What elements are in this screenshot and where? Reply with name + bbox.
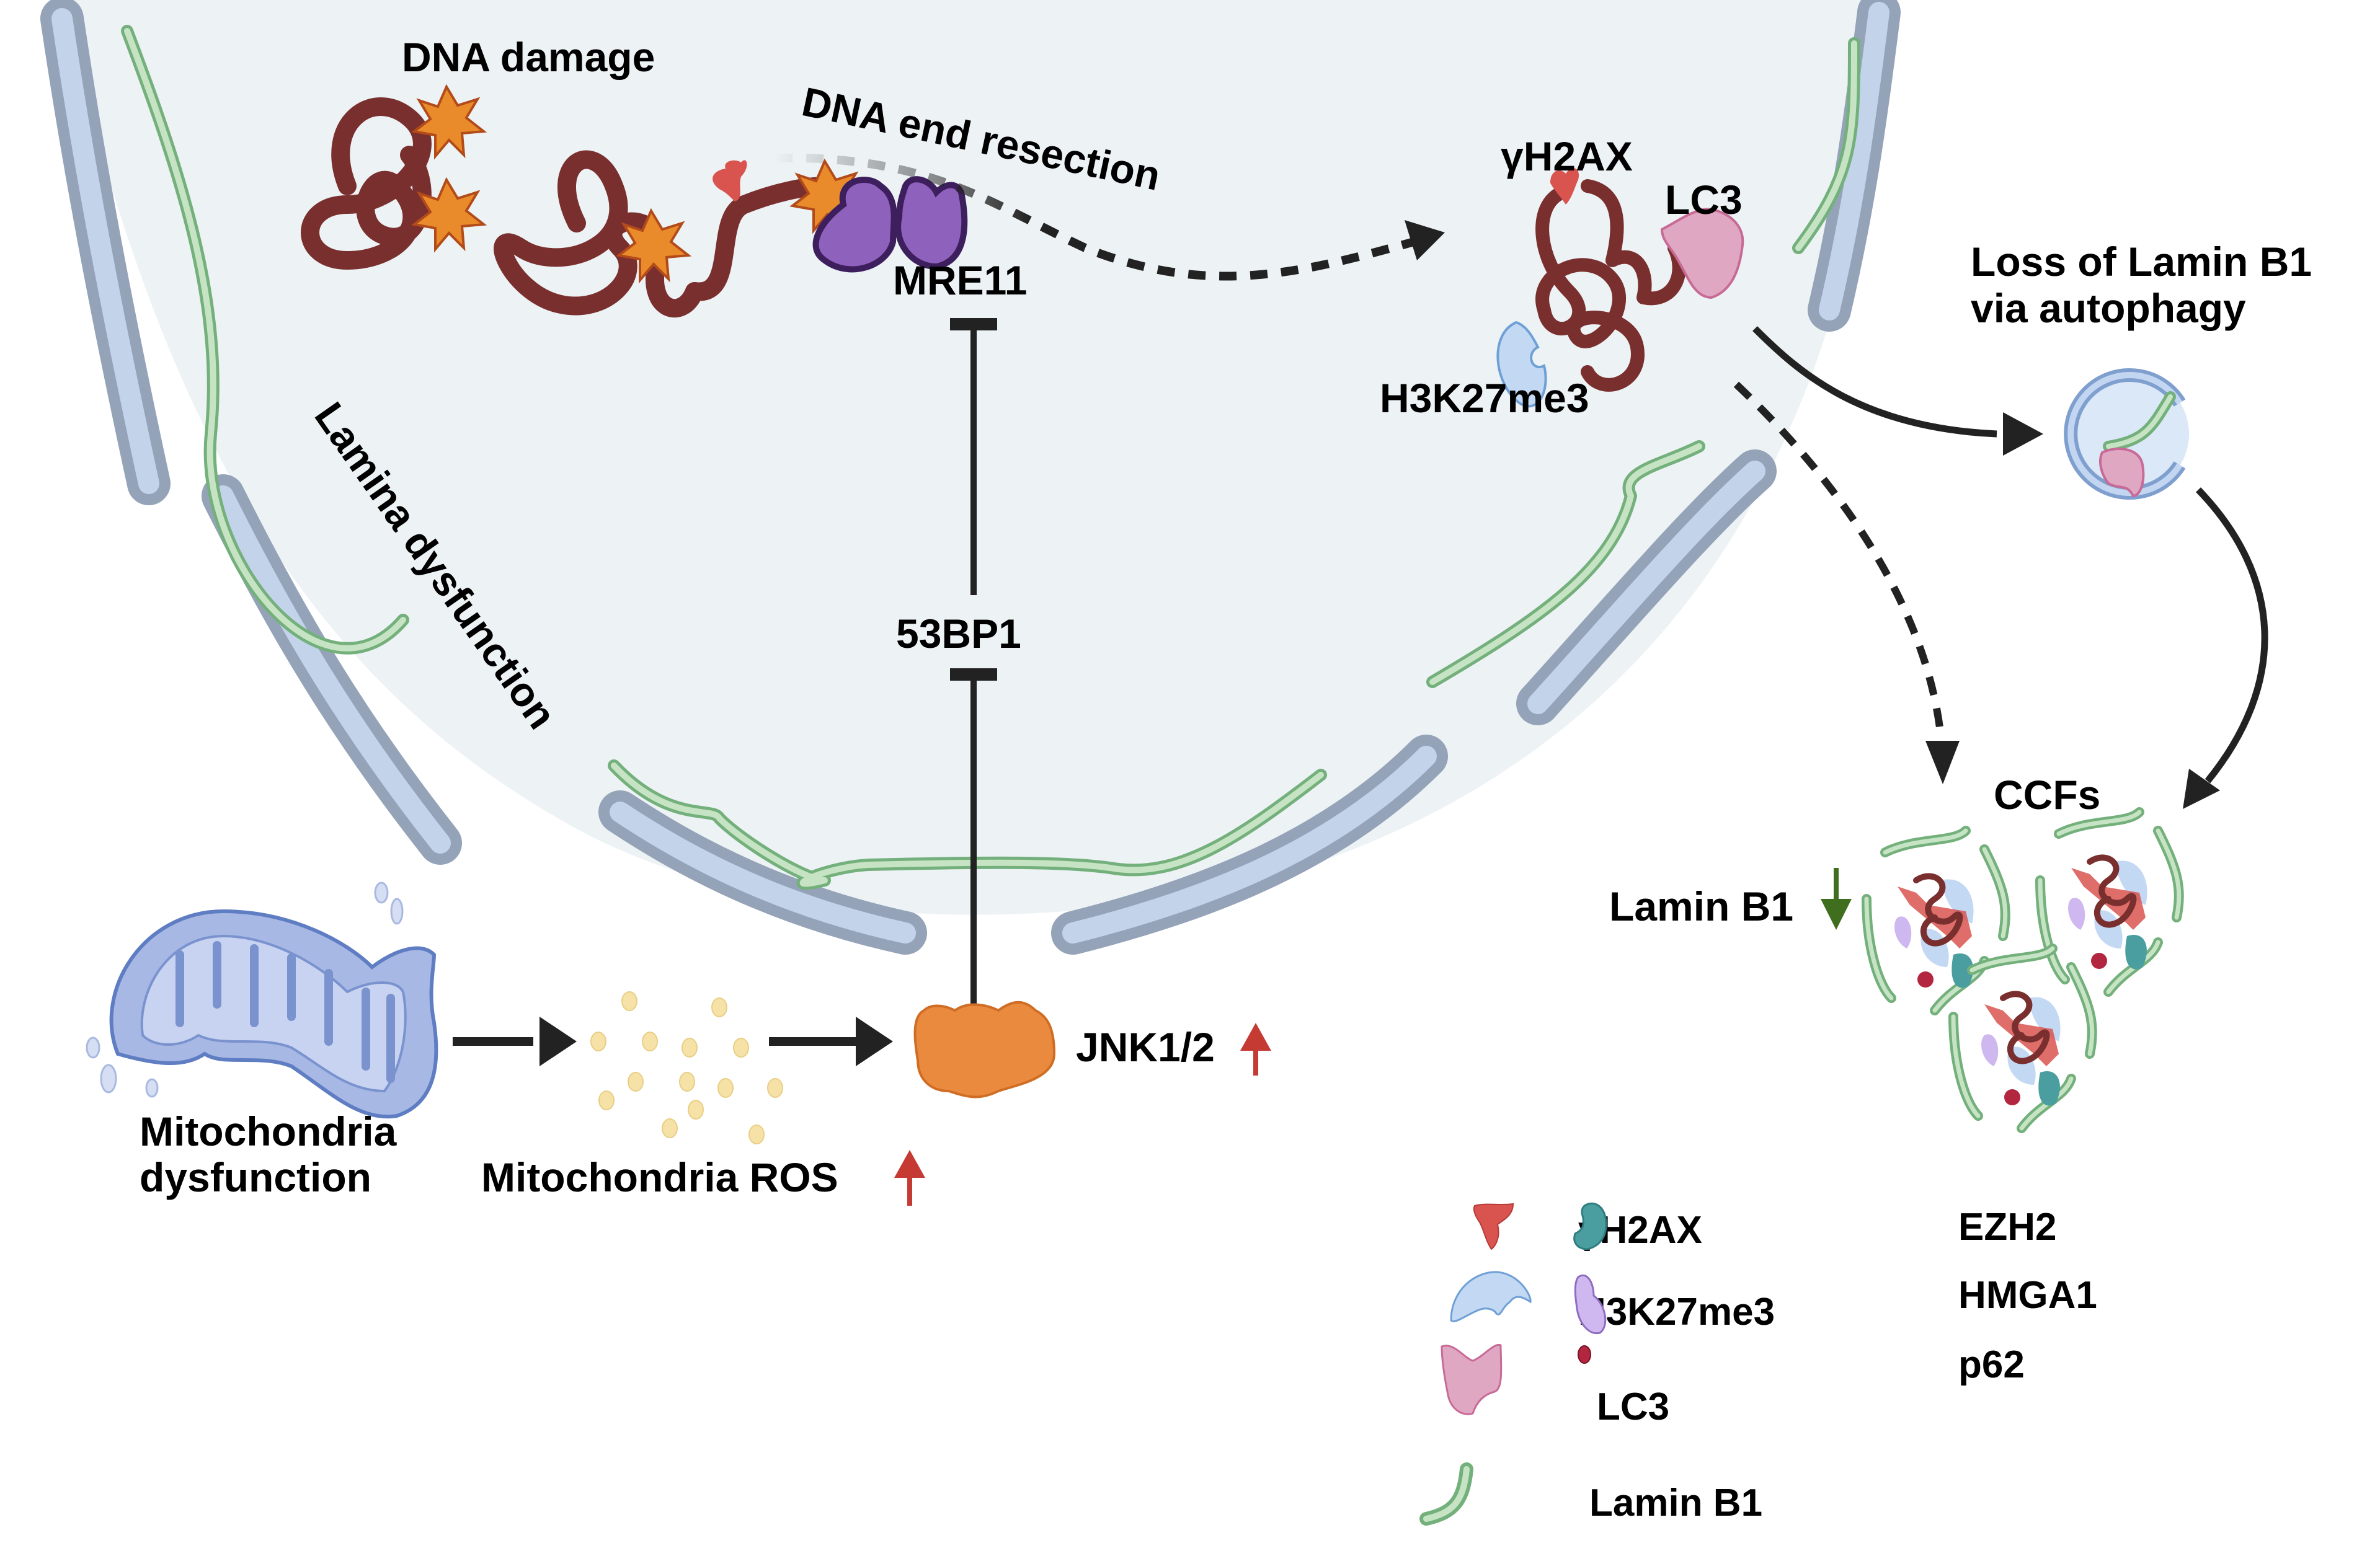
resection-arrowhead-icon: [1405, 220, 1445, 260]
mitochondria-icon: [86, 882, 438, 1119]
dashed-arrowhead-icon: [1925, 741, 1960, 784]
loss-lamin-label-line2: via autophagy: [1971, 285, 2246, 331]
lc3-icon: [1441, 1343, 1503, 1415]
jnk-label: JNK1/2: [1076, 1024, 1215, 1070]
gh2ax-icon: [1550, 168, 1579, 205]
p62-icon: [1578, 1345, 1591, 1364]
jnk-protein-icon: [913, 1001, 1056, 1098]
loss-lamin-label-line1: Loss of Lamin B1: [1971, 239, 2312, 285]
lc3-label: LC3: [1665, 177, 1743, 223]
ccfs-label: CCFs: [1994, 772, 2100, 818]
autophagosome-icon: [2064, 368, 2189, 500]
mito-dysfunction-label-line1: Mitochondria: [140, 1108, 397, 1154]
resection-arrow: [775, 153, 1415, 281]
envelope-segment: [202, 474, 462, 865]
envelope-segment: [40, 0, 171, 505]
legend-item-h3k27me3: H3K27me3: [1450, 1271, 1775, 1333]
nuclear-envelope: [40, 0, 1901, 955]
ccf-cluster: [1862, 807, 2184, 1133]
envelope-segment: [598, 790, 927, 955]
lamin-b1-down-label: Lamin B1: [1609, 883, 1793, 929]
ccf-fragment: [1862, 826, 2010, 1015]
dna-damage-label: DNA damage: [402, 34, 655, 80]
mito-ros-label: Mitochondria ROS: [481, 1154, 838, 1200]
legend-label: LC3: [1597, 1386, 1669, 1428]
autophagy-arrow: [1752, 326, 1997, 438]
damaged-chromatin: [301, 84, 866, 318]
envelope-segment: [1516, 449, 1777, 725]
envelope-segment: [1051, 735, 1448, 955]
mre11-label: MRE11: [893, 257, 1027, 303]
legend-item-lamin-b1: Lamin B1: [1419, 1462, 1762, 1526]
jnk-up-arrow-icon: [1240, 1023, 1271, 1076]
gh2ax-label: γH2AX: [1501, 133, 1633, 179]
inhibition-line-53bp1: [950, 668, 997, 1017]
legend-item-ezh2: EZH2: [1573, 1202, 2056, 1250]
legend-item-p62: p62: [1578, 1343, 2025, 1386]
ccf-fragment: [2035, 807, 2184, 997]
legend-item-hmga1: HMGA1: [1574, 1274, 2097, 1335]
h3k27me3-icon: [1496, 320, 1547, 408]
mre11-protein-icon: [812, 176, 968, 273]
autophagy-arrowhead-icon: [2003, 412, 2043, 456]
ccfs-arrowhead-icon: [2183, 769, 2220, 809]
ros-up-arrow-icon: [894, 1150, 925, 1206]
h3k27me3-icon: [1450, 1271, 1532, 1322]
legend-label: p62: [1958, 1343, 2025, 1386]
lamin-b1-down-arrow-icon: [1821, 868, 1852, 930]
legend-item-lc3: LC3: [1441, 1343, 1669, 1428]
nuclear-lamina: [121, 25, 1860, 890]
lamin-b1-icon-inner: [1423, 1466, 1470, 1522]
chromatin-complex: [1496, 168, 1744, 408]
h3k27me3-label: H3K27me3: [1380, 375, 1589, 421]
mito-to-ros-arrowhead-icon: [539, 1017, 577, 1066]
gh2ax-marker-icon: [713, 160, 747, 201]
inhibition-line-mre11: [950, 318, 997, 595]
legend-label: H3K27me3: [1578, 1291, 1775, 1333]
chromatin-to-ccfs-dashed-arrow: [1733, 381, 1945, 738]
legend: γH2AX H3K27me3 LC3 Lamin B1 EZH2 HMGA1 p…: [1419, 1202, 2097, 1526]
envelope-segment: [1808, 0, 1901, 332]
autophagosome-to-ccfs-arrow: [2196, 487, 2268, 784]
hmga1-icon: [1574, 1275, 1607, 1335]
ros-particles-icon: [590, 991, 783, 1144]
legend-label: Lamin B1: [1589, 1482, 1762, 1524]
legend-label: EZH2: [1958, 1206, 2056, 1249]
ccf-fragment: [1948, 944, 2097, 1133]
legend-label: HMGA1: [1958, 1274, 2097, 1317]
ezh2-icon: [1573, 1202, 1607, 1250]
gh2ax-icon: [1473, 1203, 1514, 1250]
lc3-icon: [1660, 208, 1744, 299]
53bp1-label: 53BP1: [896, 611, 1021, 656]
ros-to-jnk-arrowhead-icon: [856, 1017, 893, 1066]
mito-dysfunction-label-line2: dysfunction: [140, 1154, 371, 1200]
